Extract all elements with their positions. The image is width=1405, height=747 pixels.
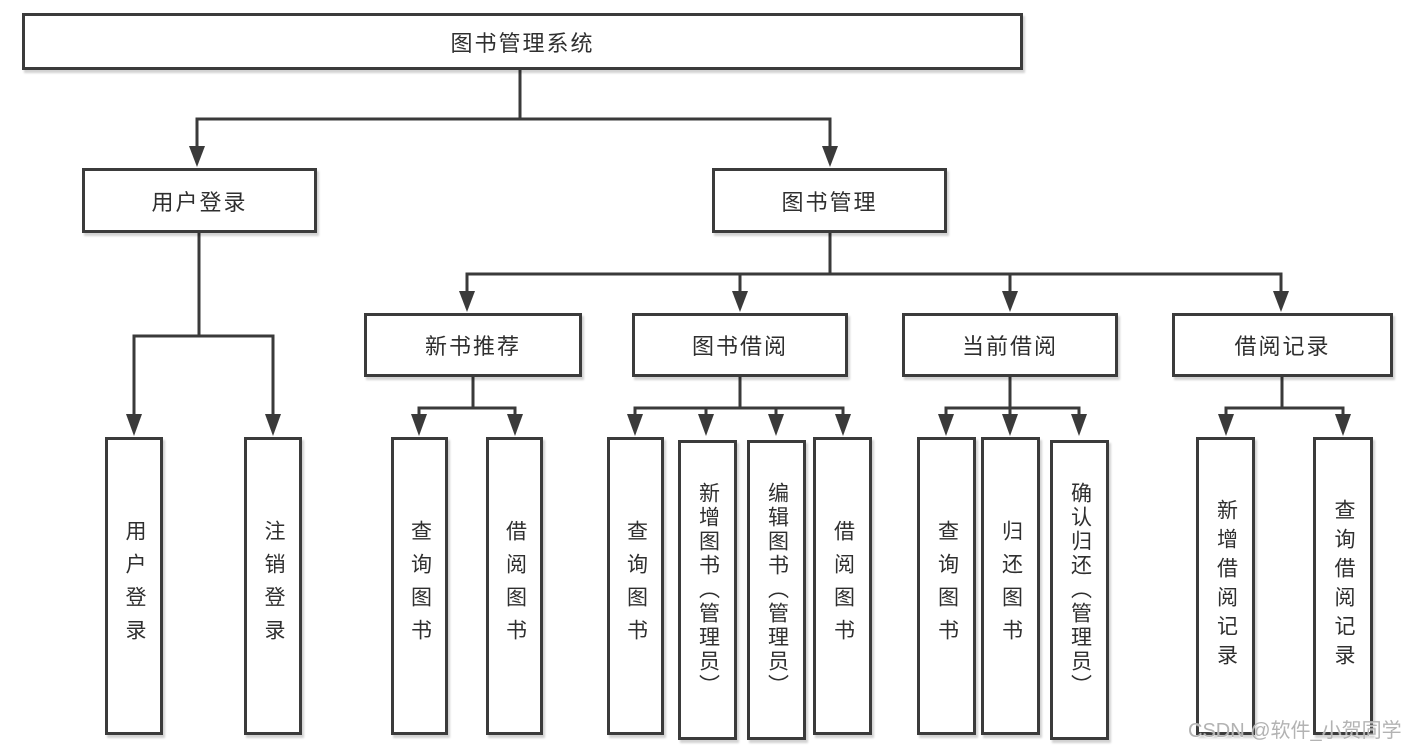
- leaf-add-borrow-record: 新增借阅记录: [1196, 437, 1255, 735]
- node-label: 图书管理: [781, 189, 878, 215]
- node-label: 查询图书: [935, 520, 959, 652]
- leaf-query-books-current: 查询图书: [917, 437, 976, 735]
- leaf-edit-book-admin: 编辑图书（管理员）: [747, 440, 806, 740]
- node-label: 确认归还（管理员）: [1068, 482, 1092, 698]
- node-label: 借阅图书: [831, 520, 855, 652]
- leaf-query-borrow-record: 查询借阅记录: [1313, 437, 1373, 735]
- node-label: 图书管理系统: [450, 30, 595, 56]
- leaf-borrow-books-recommend: 借阅图书: [486, 437, 543, 735]
- node-label: 借阅图书: [503, 520, 527, 652]
- node-borrowing-records: 借阅记录: [1172, 313, 1393, 377]
- leaf-borrow-books-borrowing: 借阅图书: [813, 437, 872, 735]
- csdn-watermark: CSDN @软件_小贺同学: [1188, 720, 1402, 742]
- leaf-logout: 注销登录: [244, 437, 302, 735]
- node-book-management: 图书管理: [712, 168, 947, 233]
- leaf-user-login: 用户登录: [105, 437, 163, 735]
- node-label: 图书借阅: [691, 334, 788, 359]
- node-label: 查询图书: [624, 520, 648, 652]
- leaf-return-book: 归还图书: [981, 437, 1040, 735]
- node-label: 归还图书: [999, 520, 1023, 652]
- node-label: 注销登录: [262, 520, 285, 652]
- node-label: 用户登录: [123, 520, 146, 652]
- node-current-borrowing: 当前借阅: [902, 313, 1118, 377]
- node-book-borrowing: 图书借阅: [632, 313, 848, 377]
- leaf-query-books-borrowing: 查询图书: [607, 437, 664, 735]
- node-label: 查询图书: [408, 520, 432, 652]
- node-label: 当前借阅: [961, 334, 1058, 359]
- node-label: 新增图书（管理员）: [696, 482, 720, 698]
- node-label: 新增借阅记录: [1214, 499, 1238, 673]
- node-label: 查询借阅记录: [1332, 499, 1355, 673]
- node-user-login: 用户登录: [82, 168, 317, 233]
- node-label: 新书推荐: [424, 334, 521, 359]
- node-library-management-system: 图书管理系统: [22, 13, 1023, 70]
- leaf-add-book-admin: 新增图书（管理员）: [678, 440, 737, 740]
- node-label: 编辑图书（管理员）: [765, 482, 789, 698]
- node-label: 用户登录: [151, 189, 248, 215]
- leaf-confirm-return-admin: 确认归还（管理员）: [1050, 440, 1109, 740]
- leaf-query-books-recommend: 查询图书: [391, 437, 448, 735]
- node-new-book-recommendation: 新书推荐: [364, 313, 582, 377]
- node-label: 借阅记录: [1234, 334, 1331, 359]
